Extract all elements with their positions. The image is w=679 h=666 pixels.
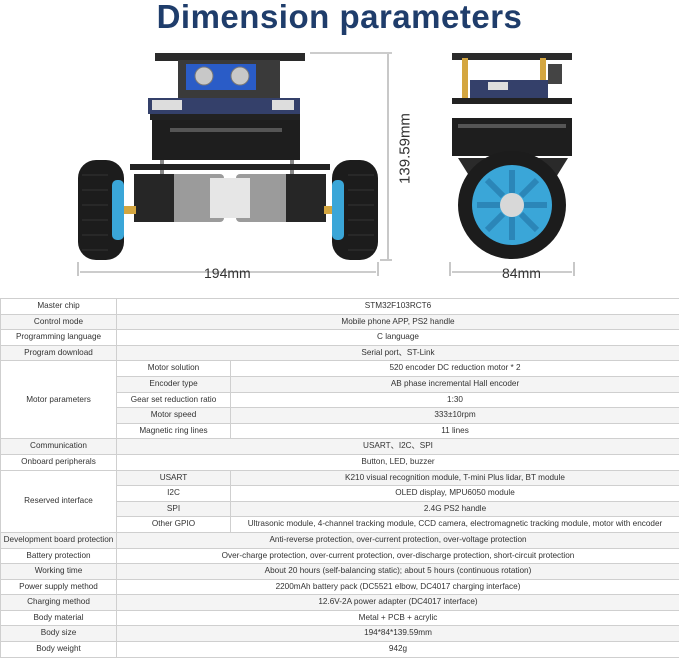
- spec-value: 333±10rpm: [230, 407, 679, 424]
- spec-label: Communication: [0, 438, 117, 455]
- spec-value: Mobile phone APP, PS2 handle: [116, 313, 679, 331]
- spec-label: Onboard peripherals: [0, 453, 117, 471]
- front-view-robot: [78, 53, 378, 260]
- height-dimension-label: 139.59mm: [396, 113, 414, 184]
- spec-label: Working time: [0, 563, 117, 580]
- spec-value: K210 visual recognition module, T-mini P…: [230, 469, 679, 487]
- spec-value: Serial port、ST-Link: [116, 344, 679, 362]
- spec-value: Ultrasonic module, 4-channel tracking mo…: [230, 516, 679, 533]
- spec-value: About 20 hours (self-balancing static); …: [116, 563, 679, 580]
- spec-value: Over-charge protection, over-current pro…: [116, 547, 679, 565]
- spec-sublabel: Motor solution: [116, 360, 231, 377]
- spec-value: STM32F103RCT6: [116, 298, 679, 315]
- spec-sublabel: Other GPIO: [116, 516, 231, 533]
- width-dimension-line: [77, 262, 379, 276]
- spec-label: Body weight: [0, 641, 117, 658]
- spec-label: Battery protection: [0, 547, 117, 565]
- spec-value: 2.4G PS2 handle: [230, 500, 679, 518]
- spec-value: Metal + PCB + acrylic: [116, 609, 679, 627]
- spec-value: 520 encoder DC reduction motor * 2: [230, 360, 679, 377]
- side-view-robot: [452, 53, 572, 259]
- spec-value: Button, LED, buzzer: [116, 453, 679, 471]
- spec-sublabel: USART: [116, 469, 231, 487]
- spec-value: 2200mAh battery pack (DC5521 elbow, DC40…: [116, 578, 679, 596]
- spec-value: Anti-reverse protection, over-current pr…: [116, 531, 679, 549]
- spec-label: Motor parameters: [0, 360, 117, 440]
- page-title: Dimension parameters: [156, 0, 523, 35]
- spec-label: Program download: [0, 344, 117, 362]
- spec-label: Body material: [0, 609, 117, 627]
- spec-label: Charging method: [0, 594, 117, 611]
- spec-label: Development board protection: [0, 531, 117, 549]
- spec-value: USART、I2C、SPI: [116, 438, 679, 455]
- spec-value: C language: [116, 329, 679, 346]
- height-dimension-line: [310, 52, 392, 261]
- spec-label: Power supply method: [0, 578, 117, 596]
- width-dimension-label: 194mm: [204, 265, 251, 281]
- robot-dimension-figure: [77, 52, 575, 276]
- spec-sublabel: Gear set reduction ratio: [116, 391, 231, 409]
- spec-value: 11 lines: [230, 422, 679, 440]
- spec-sublabel: SPI: [116, 500, 231, 518]
- spec-label: Master chip: [0, 298, 117, 315]
- depth-dimension-line: [449, 262, 575, 276]
- spec-label: Programming language: [0, 329, 117, 346]
- spec-value: OLED display, MPU6050 module: [230, 485, 679, 502]
- spec-sublabel: Motor speed: [116, 407, 231, 424]
- spec-label: Body size: [0, 625, 117, 643]
- spec-label: Reserved interface: [0, 469, 117, 533]
- spec-value: 1:30: [230, 391, 679, 409]
- spec-value: 194*84*139.59mm: [116, 625, 679, 643]
- spec-value: 12.6V-2A power adapter (DC4017 interface…: [116, 594, 679, 611]
- spec-value: AB phase incremental Hall encoder: [230, 375, 679, 393]
- spec-sublabel: Encoder type: [116, 375, 231, 393]
- spec-sublabel: I2C: [116, 485, 231, 502]
- spec-label: Control mode: [0, 313, 117, 331]
- depth-dimension-label: 84mm: [502, 265, 541, 281]
- spec-sublabel: Magnetic ring lines: [116, 422, 231, 440]
- spec-value: 942g: [116, 641, 679, 658]
